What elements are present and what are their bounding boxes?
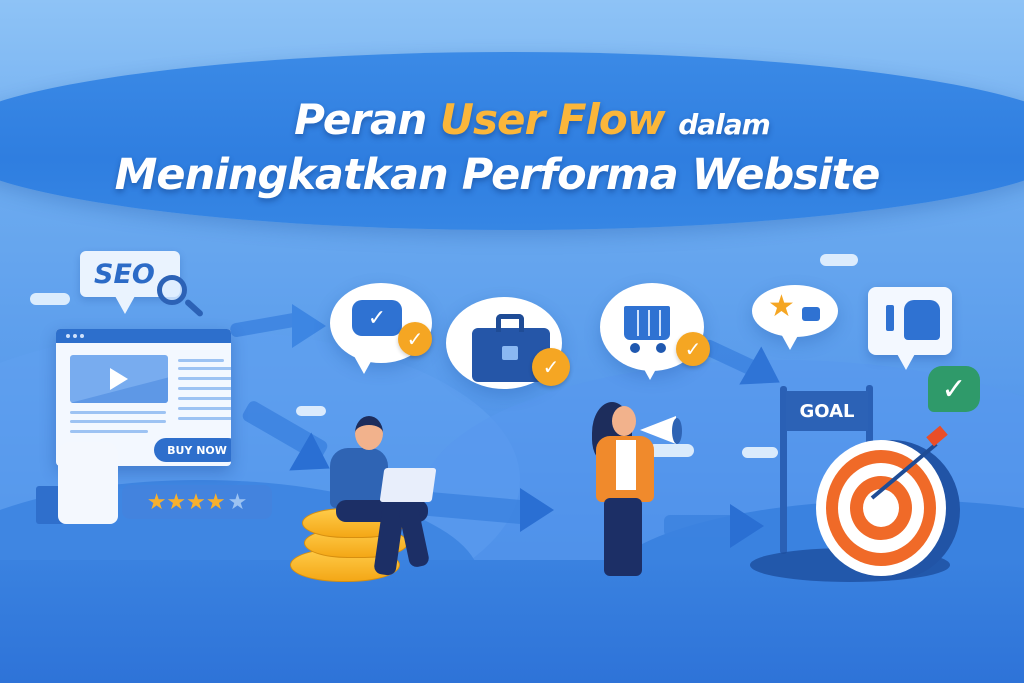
flag-pole bbox=[780, 386, 787, 554]
woman-shirt bbox=[616, 440, 636, 490]
man-character bbox=[330, 448, 388, 508]
bar-chart-icon bbox=[886, 305, 894, 331]
goal-label: GOAL bbox=[799, 400, 855, 422]
title-highlight: User Flow bbox=[439, 95, 666, 144]
megaphone-rim bbox=[672, 418, 682, 444]
cloud-icon bbox=[742, 447, 778, 458]
page-title-line2: Meningkatkan Performa Website bbox=[114, 150, 881, 200]
play-icon bbox=[110, 368, 128, 390]
arrow-head-icon bbox=[730, 504, 764, 548]
buy-now-button[interactable]: BUY NOW bbox=[154, 438, 231, 462]
bubble-tail bbox=[640, 362, 660, 380]
chat-mini-icon bbox=[802, 307, 820, 321]
bubble-tail bbox=[780, 332, 800, 350]
chat-check-icon: ✓ bbox=[352, 300, 402, 336]
magnifier-icon bbox=[157, 275, 187, 305]
goal-flag: GOAL bbox=[786, 391, 868, 431]
magnifier-handle bbox=[183, 298, 205, 318]
filled-stars: ★★★★ bbox=[146, 489, 226, 515]
title-suffix: dalam bbox=[678, 108, 771, 141]
bubble-tail bbox=[354, 356, 374, 374]
arrow-head-icon bbox=[292, 304, 326, 348]
cart-wheel bbox=[656, 343, 666, 353]
flow-arrow bbox=[664, 515, 746, 537]
briefcase-clasp bbox=[502, 346, 518, 360]
megaphone-icon bbox=[640, 416, 676, 444]
star-review-icon: ★ bbox=[768, 289, 795, 324]
check-badge-icon: ✓ bbox=[676, 332, 710, 366]
cloud-icon bbox=[648, 444, 694, 457]
review-bubble bbox=[752, 285, 838, 337]
cart-wheel bbox=[630, 343, 640, 353]
check-badge-icon: ✓ bbox=[532, 348, 570, 386]
page-title-line1: Peran User Flow dalam bbox=[0, 95, 1024, 144]
cloud-icon bbox=[296, 406, 326, 416]
title-banner bbox=[0, 52, 1024, 230]
woman-legs bbox=[604, 498, 642, 576]
shopping-cart-icon bbox=[624, 306, 670, 340]
arrow-head-icon bbox=[520, 488, 554, 532]
flag-pole bbox=[866, 385, 873, 491]
laptop-icon bbox=[379, 468, 437, 502]
cloud-icon bbox=[820, 254, 858, 266]
thumbs-up-chart-icon bbox=[904, 300, 940, 340]
man-head bbox=[355, 416, 383, 450]
target-ring bbox=[863, 489, 899, 527]
thumbs-up-icon bbox=[58, 442, 118, 524]
briefcase-handle bbox=[496, 314, 524, 332]
cloud-icon bbox=[30, 293, 70, 305]
bubble-tail bbox=[115, 296, 135, 314]
woman-head bbox=[612, 406, 636, 436]
seo-bubble: SEO bbox=[80, 251, 180, 297]
video-thumbnail[interactable] bbox=[70, 355, 168, 403]
bubble-tail bbox=[896, 352, 916, 370]
check-badge-icon: ✓ bbox=[398, 322, 432, 356]
seo-label: SEO bbox=[94, 258, 155, 290]
browser-titlebar bbox=[56, 329, 231, 343]
title-prefix: Peran bbox=[294, 95, 427, 144]
empty-star: ★ bbox=[227, 489, 248, 515]
verified-check-icon: ✓ bbox=[928, 366, 980, 412]
star-rating: ★★★★ ★ bbox=[122, 485, 272, 519]
